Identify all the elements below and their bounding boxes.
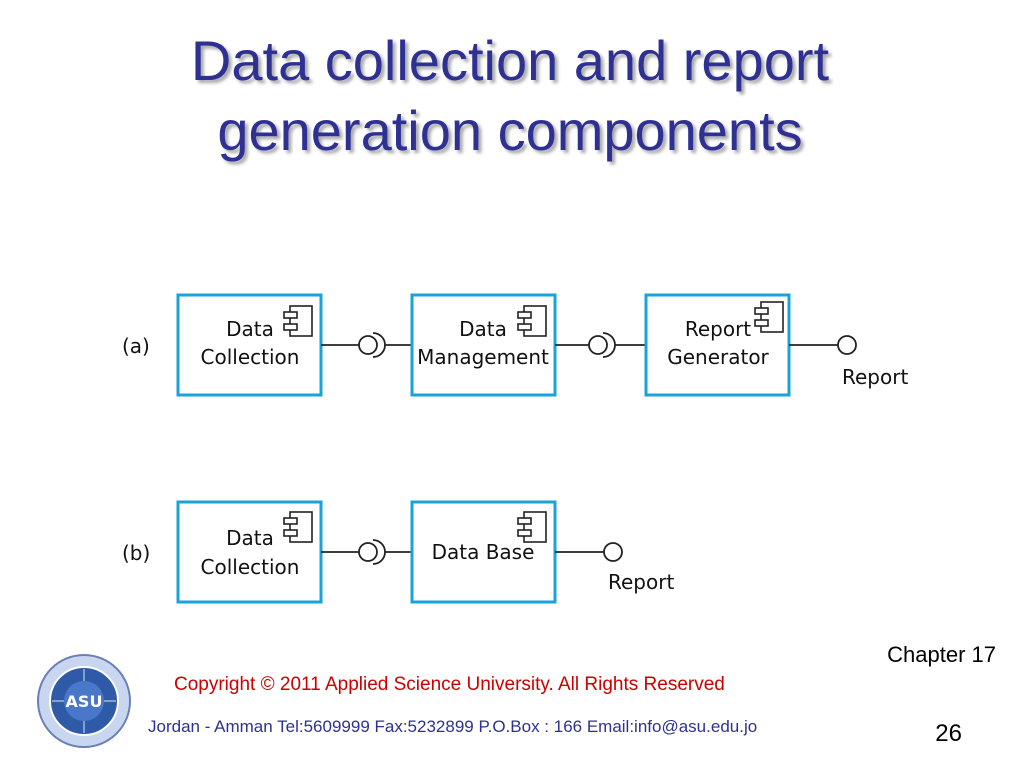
component-data-management: Data Management [410, 293, 557, 397]
interface-connector-a2 [555, 332, 646, 358]
page-number: 26 [935, 720, 962, 747]
component-label-line-1: Data [226, 526, 274, 550]
component-label-line-2: Generator [667, 345, 769, 369]
provided-interface-b [555, 542, 623, 562]
component-label-line-1: Report [685, 317, 751, 341]
component-diagram: (a) Data Collection Data Management Repo… [122, 293, 908, 604]
output-label-a: Report [842, 365, 908, 389]
copyright-notice: Copyright © 2011 Applied Science Univers… [174, 674, 725, 695]
interface-connector-a1 [321, 332, 412, 358]
title-line-2: generation components [217, 99, 803, 162]
interface-connector-b1 [321, 539, 412, 565]
output-label-b: Report [608, 570, 674, 594]
row-a-label: (a) [122, 334, 150, 358]
component-label-line-2: Collection [201, 345, 300, 369]
component-label-line-2: Management [417, 345, 549, 369]
component-label-line-1: Data [226, 317, 274, 341]
title-line-1: Data collection and report [190, 29, 830, 92]
component-data-collection-a: Data Collection [176, 293, 323, 397]
component-label-line-1: Data [459, 317, 507, 341]
row-b-label: (b) [122, 541, 150, 565]
component-report-generator: Report Generator [644, 293, 791, 397]
component-data-collection-b: Data Collection [176, 500, 323, 604]
slide-title: Data collection and report generation co… [60, 26, 960, 166]
component-label: Data Base [432, 540, 535, 564]
contact-info: Jordan - Amman Tel:5609999 Fax:5232899 P… [148, 717, 758, 736]
provided-interface-a [789, 335, 857, 355]
component-label-line-2: Collection [201, 555, 300, 579]
chapter-label: Chapter 17 [887, 642, 996, 667]
university-logo: ASU [37, 654, 131, 748]
logo-text: ASU [66, 692, 103, 711]
component-data-base: Data Base [410, 500, 557, 604]
